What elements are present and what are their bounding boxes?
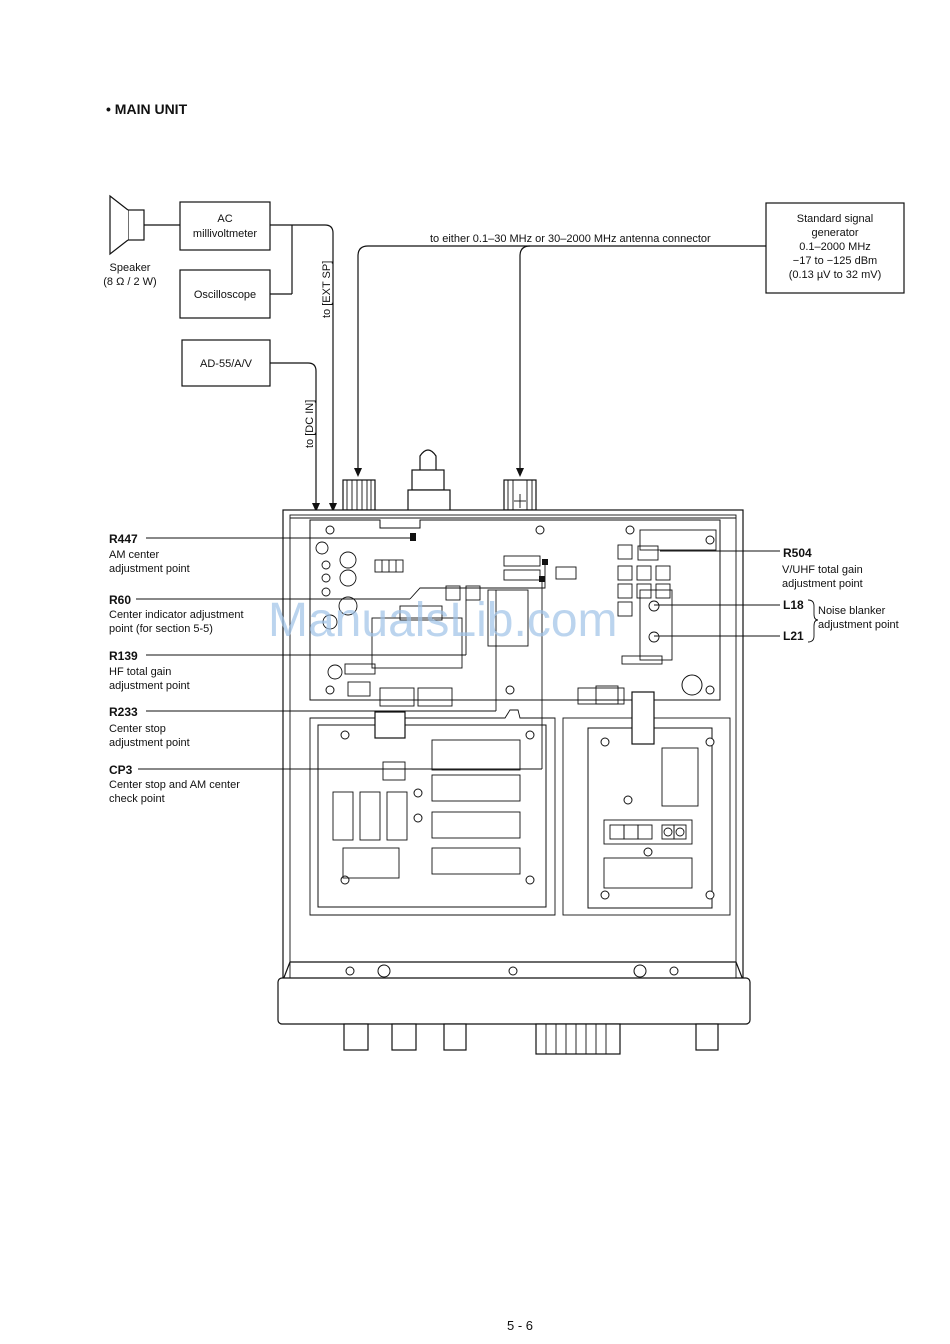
noise-blanker-brace [807, 599, 819, 643]
speaker-spec: (8 Ω / 2 W) [103, 276, 156, 288]
svg-text:adjustment point: adjustment point [109, 737, 190, 749]
power-supply-label: AD-55/A/V [200, 358, 253, 370]
ext-sp-cable [270, 224, 337, 512]
watermark: ManualsLib.com [268, 594, 618, 647]
antenna-connector-left [342, 479, 376, 511]
speaker-icon [109, 194, 180, 256]
svg-text:R447: R447 [109, 532, 138, 546]
antenna-connector-right [503, 479, 537, 511]
ac-millivoltmeter-box [179, 201, 271, 251]
dc-in-label: to [DC IN] [304, 400, 316, 448]
signal-generator-line-2: generator [811, 227, 858, 239]
signal-generator-line-4: −17 to −125 dBm [793, 255, 877, 267]
svg-text:R233: R233 [109, 705, 138, 719]
svg-text:adjustment point: adjustment point [782, 578, 863, 590]
ext-sp-label: to [EXT SP] [321, 261, 333, 318]
callout-r447: R447 AM center adjustment point [109, 532, 416, 575]
callout-l18: L18 [654, 598, 804, 612]
svg-text:Center stop: Center stop [109, 723, 166, 735]
callout-r139: R139 HF total gain adjustment point [109, 600, 467, 692]
speaker-label: Speaker [110, 262, 151, 274]
svg-text:Center stop and AM center: Center stop and AM center [109, 779, 240, 791]
svg-text:point (for section 5-5): point (for section 5-5) [109, 623, 213, 635]
callout-l21: L21 [654, 629, 804, 643]
signal-generator-line-3: 0.1–2000 MHz [799, 241, 871, 253]
page-number: 5 - 6 [507, 1318, 533, 1333]
callout-r504: R504 V/UHF total gain adjustment point [660, 546, 863, 590]
svg-text:HF total gain: HF total gain [109, 666, 171, 678]
svg-text:R60: R60 [109, 593, 131, 607]
signal-generator-box [765, 202, 905, 294]
section-title: • MAIN UNIT [106, 101, 188, 117]
antenna-cable [354, 245, 766, 477]
svg-text:AM center: AM center [109, 549, 159, 561]
lower-right-pcb [562, 685, 731, 916]
antenna-label: to either 0.1–30 MHz or 30–2000 MHz ante… [430, 233, 711, 245]
svg-text:L18: L18 [783, 598, 804, 612]
dc-in-cable [270, 362, 320, 512]
svg-text:CP3: CP3 [109, 763, 133, 777]
oscilloscope-label: Oscilloscope [194, 289, 256, 301]
front-panel [277, 961, 751, 1055]
svg-text:adjustment point: adjustment point [109, 563, 190, 575]
lower-left-pcb [309, 709, 556, 916]
signal-generator-line-5: (0.13 µV to 32 mV) [789, 269, 882, 281]
signal-generator-line-1: Standard signal [797, 213, 873, 225]
callout-cp3: CP3 Center stop and AM center check poin… [109, 576, 545, 805]
dc-connector [407, 449, 451, 515]
power-supply-box [181, 339, 271, 387]
svg-text:adjustment point: adjustment point [109, 680, 190, 692]
svg-text:R504: R504 [783, 546, 812, 560]
noise-blanker-label-1: Noise blanker [818, 605, 886, 617]
noise-blanker-label-2: adjustment point [818, 619, 899, 631]
ac-millivoltmeter-label-2: millivoltmeter [193, 228, 258, 240]
svg-text:V/UHF total gain: V/UHF total gain [782, 564, 863, 576]
callout-r60: R60 Center indicator adjustment point (f… [109, 559, 548, 635]
svg-text:L21: L21 [783, 629, 804, 643]
callout-r233: R233 Center stop adjustment point [109, 590, 497, 749]
svg-text:Center indicator adjustment: Center indicator adjustment [109, 609, 244, 621]
svg-text:check point: check point [109, 793, 165, 805]
ac-millivoltmeter-label-1: AC [217, 213, 232, 225]
svg-text:R139: R139 [109, 649, 138, 663]
